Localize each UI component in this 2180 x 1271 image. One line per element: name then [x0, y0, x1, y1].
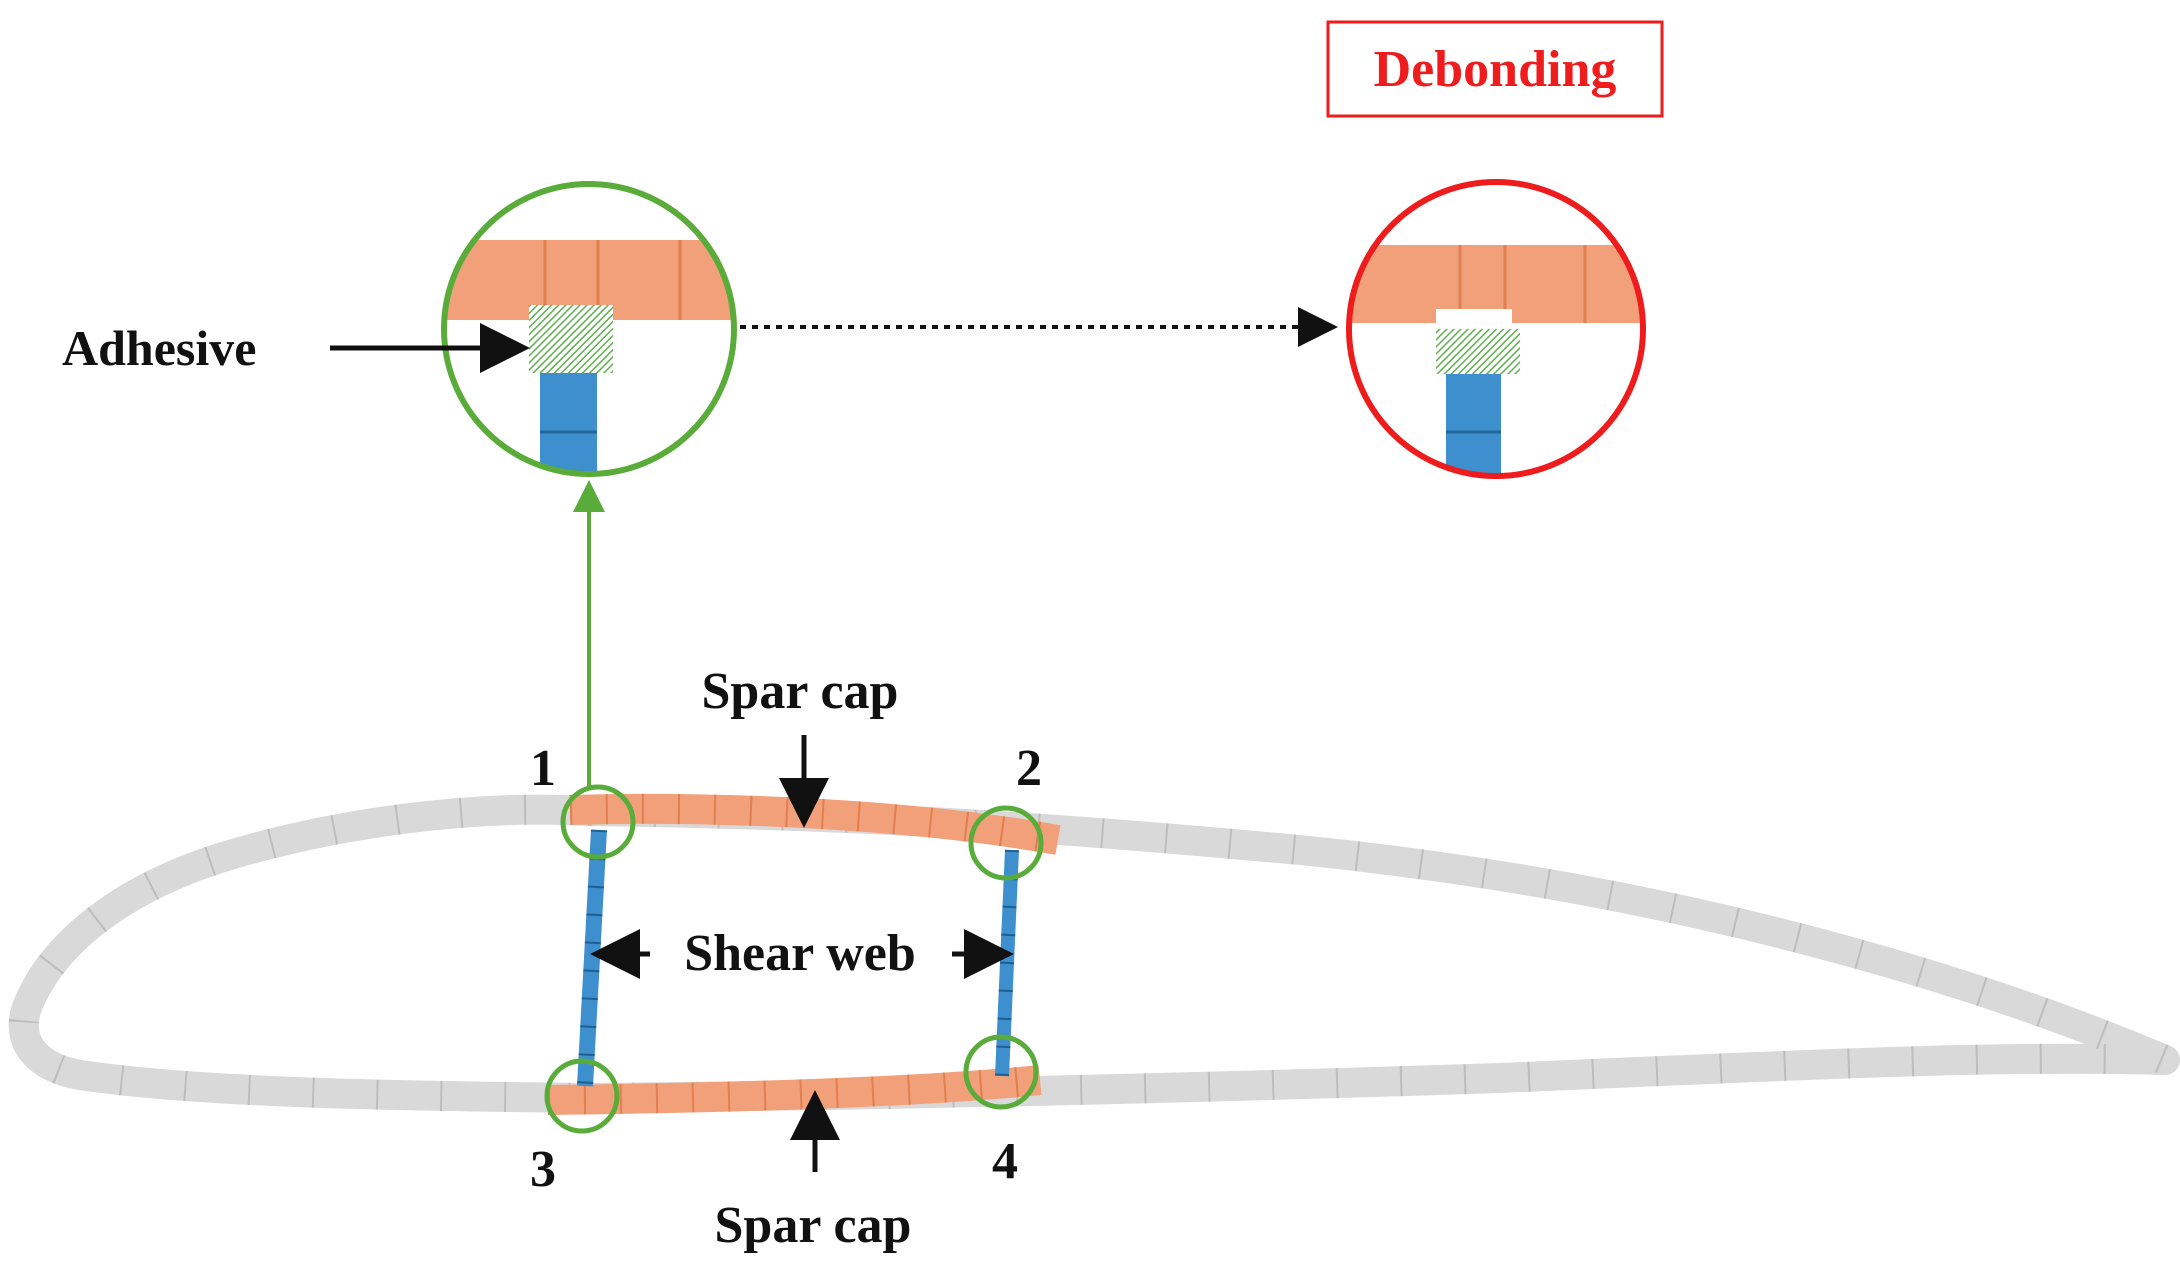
shear-web-right — [995, 849, 1019, 1077]
debond-gap — [1436, 309, 1512, 329]
debonding-label-box — [1326, 20, 1664, 118]
joint-marker-2[interactable] — [968, 805, 1044, 881]
joint-label-3: 3 — [530, 1141, 556, 1198]
intact-joint-detail — [441, 181, 737, 477]
joint-label-1: 1 — [530, 740, 556, 797]
joint-label-4: 4 — [992, 1133, 1018, 1190]
debonded-joint-detail — [1346, 179, 1646, 479]
spar-cap-top-label: Spar cap — [702, 663, 899, 720]
debonded-detail-circle — [1346, 179, 1646, 479]
spar-cap-bottom-label: Spar cap — [715, 1197, 912, 1254]
adhesive-label: Adhesive — [62, 320, 256, 376]
shear-web-label: Shear web — [684, 925, 916, 982]
intact-detail-circle — [441, 181, 737, 477]
joint-marker-1[interactable] — [560, 784, 636, 860]
joint-marker-3[interactable] — [544, 1058, 620, 1134]
joint-marker-4[interactable] — [963, 1034, 1039, 1110]
shear-web-left — [577, 829, 607, 1087]
debonding-label: Debonding — [1374, 41, 1617, 98]
airfoil-shell — [8, 794, 2180, 1113]
detached-adhesive — [1436, 329, 1520, 374]
adhesive-layer — [529, 305, 613, 373]
joint-label-2: 2 — [1016, 740, 1042, 797]
